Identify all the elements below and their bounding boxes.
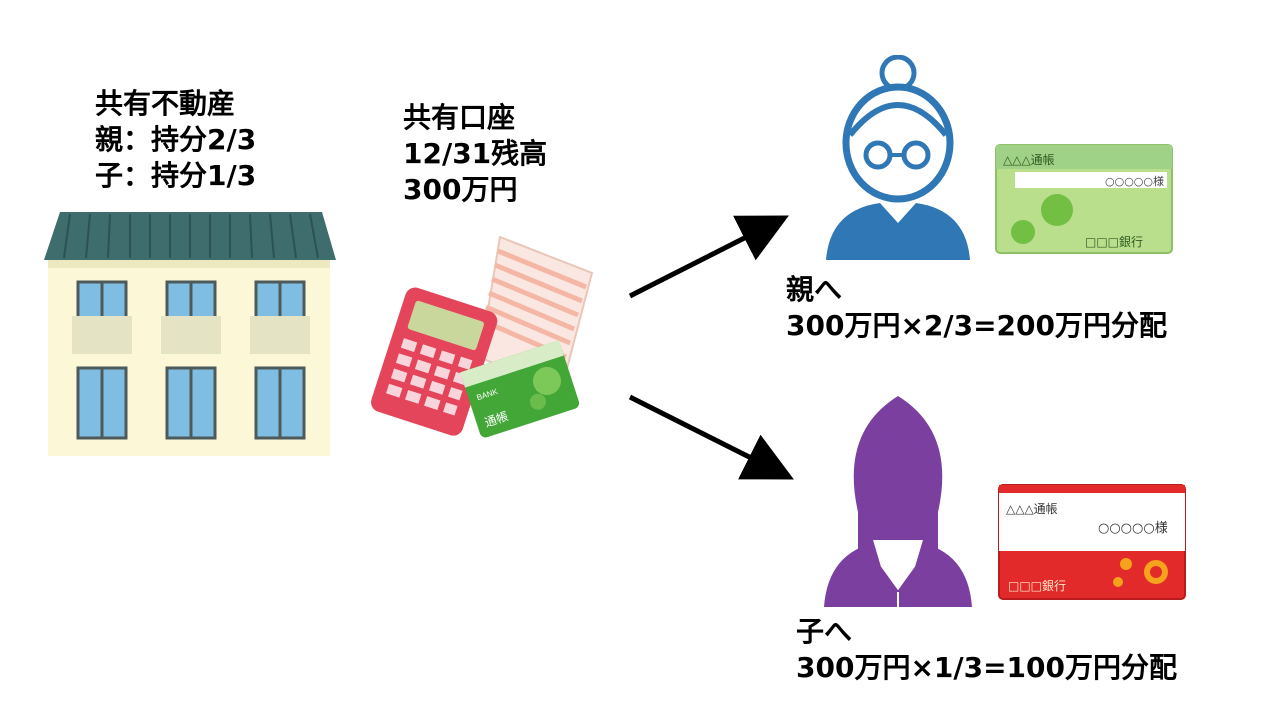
child-label: 子へ 300万円×1/3=100万円分配	[796, 614, 1177, 686]
child-passbook-title: △△△通帳	[1006, 502, 1058, 516]
property-title: 共有不動産	[95, 87, 236, 120]
arrow-to-parent	[628, 215, 789, 299]
open-bankbook	[478, 235, 594, 397]
bankbook-green: BANK 通帳	[460, 340, 580, 438]
calculator-and-bankbook-illustration: BANK 通帳	[371, 235, 594, 438]
account-label: 共有口座 12/31残高 300万円	[403, 100, 547, 208]
account-title: 共有口座	[403, 101, 516, 134]
child-heading: 子へ	[796, 615, 853, 648]
child-passbook-bank: □□□銀行	[1008, 579, 1066, 593]
parent-passbook-bank: □□□銀行	[1085, 235, 1143, 249]
arrow-to-child	[628, 394, 794, 480]
parent-distribution: 300万円×2/3=200万円分配	[786, 309, 1168, 342]
child-passbook-holder: ○○○○○様	[1098, 521, 1168, 536]
parent-heading: 親へ	[786, 273, 843, 306]
parent-passbook-holder: ○○○○○様	[1105, 174, 1164, 188]
calculator	[371, 287, 498, 436]
property-label: 共有不動産 親：持分2/3 子：持分1/3	[95, 86, 256, 194]
parent-passbook: △△△通帳 ○○○○○様 □□□銀行	[995, 144, 1173, 254]
flower-icon	[1113, 558, 1168, 587]
apartment-building-illustration	[44, 212, 336, 456]
account-balance-date: 12/31残高	[403, 137, 548, 170]
building-windows	[72, 280, 310, 440]
parent-label: 親へ 300万円×2/3=200万円分配	[786, 272, 1167, 344]
parent-avatar-icon	[826, 55, 970, 260]
child-distribution: 300万円×1/3=100万円分配	[796, 651, 1178, 684]
child-share: 子：持分1/3	[95, 159, 257, 192]
account-balance: 300万円	[403, 173, 518, 206]
child-avatar-icon	[824, 396, 972, 607]
parent-share: 親：持分2/3	[95, 123, 257, 156]
child-passbook: △△△通帳 ○○○○○様 □□□銀行	[998, 484, 1186, 600]
parent-passbook-title: △△△通帳	[1003, 153, 1055, 167]
